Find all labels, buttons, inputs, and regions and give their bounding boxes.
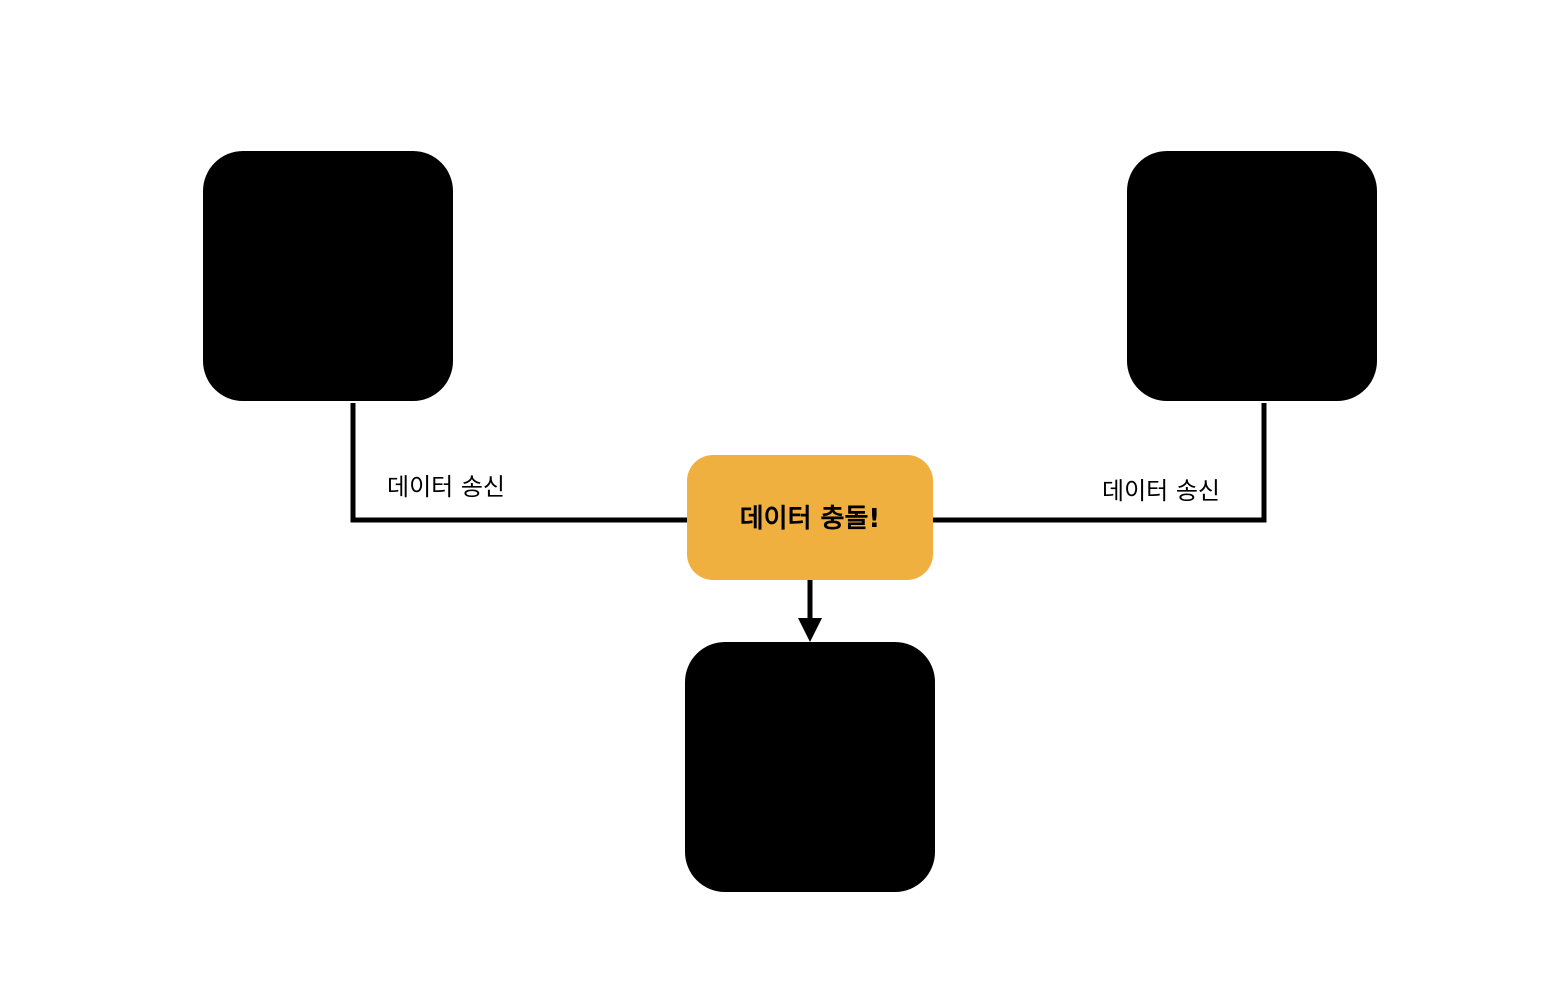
node-sender-left [203, 151, 453, 401]
collision-label: 데이터 충돌! [740, 504, 881, 534]
node-collision [687, 455, 933, 580]
arrowhead-down-icon [798, 618, 822, 642]
edge-right-send [932, 403, 1267, 523]
edge-right-label: 데이터 송신 [1102, 477, 1220, 505]
node-receiver [685, 642, 935, 892]
node-sender-right [1127, 151, 1377, 401]
edge-left-send [350, 403, 688, 523]
edge-left-label: 데이터 송신 [387, 473, 505, 501]
